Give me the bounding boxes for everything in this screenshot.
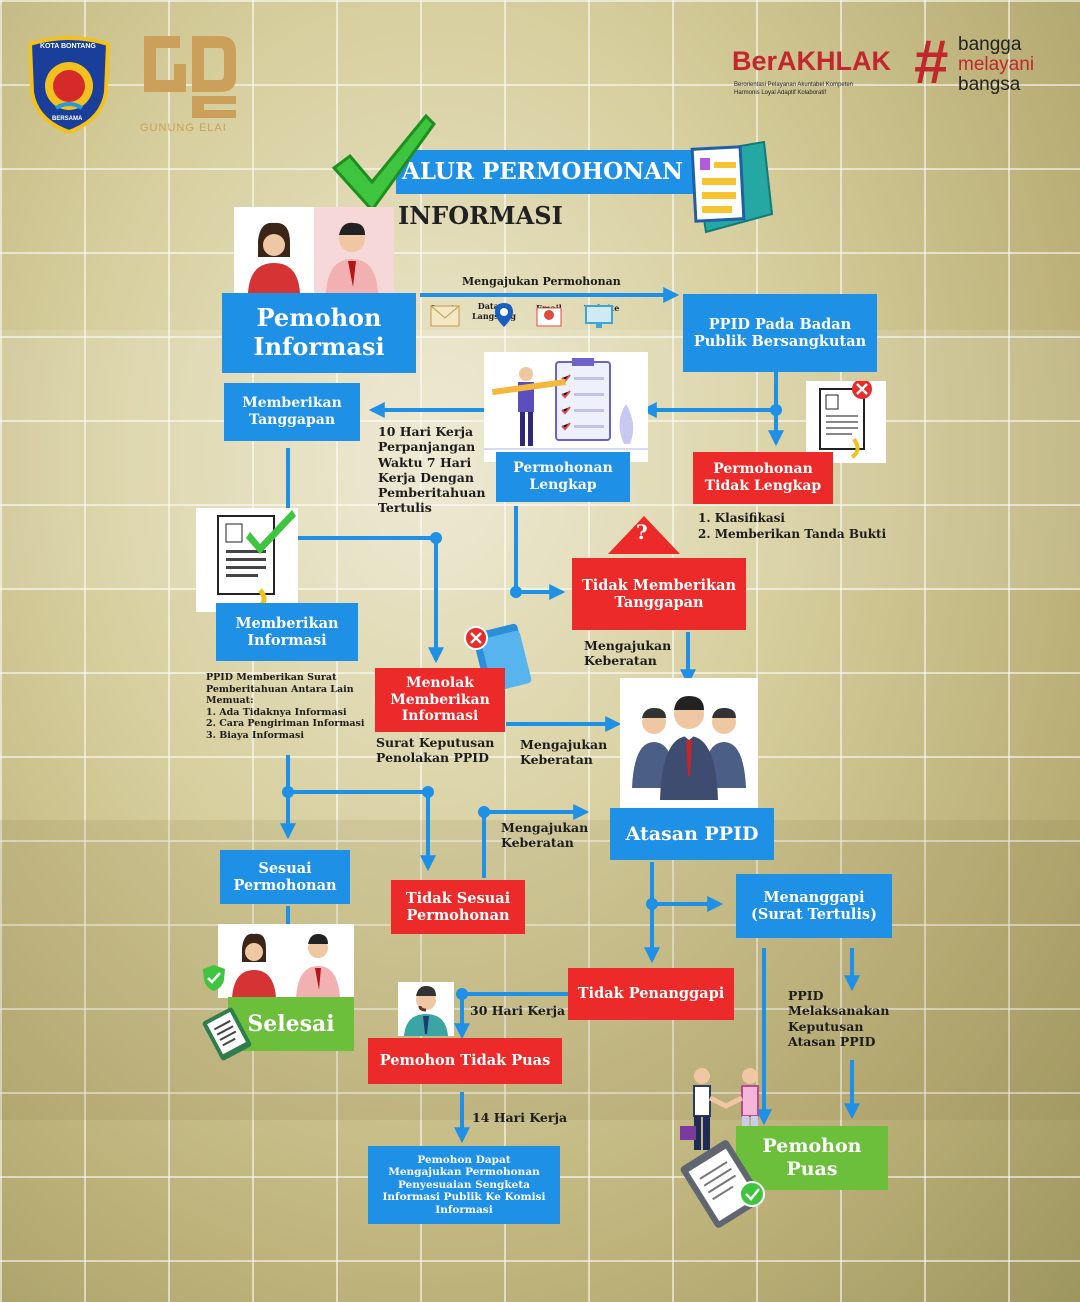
- label-surat-keputusan: Surat Keputusan Penolakan PPID: [376, 735, 495, 766]
- clipboard-check-icon: [680, 1140, 765, 1228]
- node-permohonan-tidak-lengkap: Permohonan Tidak Lengkap: [693, 452, 833, 504]
- title-line-2: INFORMASI: [398, 201, 563, 230]
- node-memberikan-informasi: Memberikan Informasi: [216, 603, 358, 661]
- city-seal-bottom-text: BERSAMA: [52, 116, 83, 122]
- document-reject-icon: [819, 381, 872, 459]
- bangga-line-1: bangga: [958, 34, 1022, 55]
- title-line-1: ALUR PERMOHONAN: [402, 158, 684, 186]
- label-mengajukan-keberatan-3: Mengajukan Keberatan: [501, 820, 589, 851]
- node-sesuai-permohonan: Sesuai Permohonan: [220, 850, 350, 904]
- channel-datang-langsung: Datang Langsung: [472, 301, 516, 327]
- location-pin-icon: [495, 303, 513, 327]
- clipboard-icon: [202, 1007, 252, 1061]
- warning-triangle-icon: [608, 516, 680, 554]
- berakhlak-logo: BerAKHLAK Berorientasi Pelayanan Akuntab…: [728, 40, 898, 100]
- ppid-surat-item: 1. Ada Tidaknya Informasi: [206, 706, 347, 718]
- berakhlak-brand: BerAKHLAK: [732, 46, 892, 76]
- gde-mark-icon: [144, 36, 236, 118]
- label-klasifikasi: 1. Klasifikasi: [698, 511, 785, 525]
- node-pemohon-puas: Pemohon Puas: [736, 1126, 888, 1190]
- label-30-hari-kerja: 30 Hari Kerja: [470, 1003, 566, 1018]
- question-mark: ?: [636, 520, 648, 544]
- city-seal-logo: KOTA BONTANG BERSAMA: [26, 34, 112, 134]
- unhappy-applicant-illustration: [398, 982, 454, 1036]
- node-pemohon-tidak-puas: Pemohon Tidak Puas: [368, 1038, 562, 1084]
- node-menolak-memberikan-informasi: Menolak Memberikan Informasi: [375, 668, 505, 732]
- ppid-surat-item: 2. Cara Pengiriman Informasi: [206, 718, 365, 730]
- label-ppid-surat: PPID Memberikan Surat Pemberitahuan Anta…: [206, 672, 380, 741]
- bangga-line-3: bangsa: [958, 74, 1021, 95]
- berakhlak-tagline-1: Berorientasi Pelayanan Akuntabel Kompete…: [734, 82, 854, 88]
- gde-logo: GUNUNG ELAI: [140, 32, 240, 142]
- node-tidak-sesuai-permohonan: Tidak Sesuai Permohonan: [391, 880, 525, 934]
- shield-icon: [27, 36, 111, 134]
- berakhlak-tagline-2: Harmonis Loyal Adaptif Kolaboratif: [734, 90, 827, 96]
- team-icon: [632, 696, 746, 800]
- label-ppid-melaksanakan: PPID Melaksanakan Keputusan Atasan PPID: [788, 988, 890, 1049]
- document-check-icon: [217, 510, 296, 611]
- atasan-ppid-illustration: [620, 678, 758, 808]
- bangga-line-2: melayani: [958, 54, 1035, 75]
- label-10-hari-kerja: 10 Hari Kerja Perpanjangan Waktu 7 Hari …: [378, 424, 486, 516]
- title-banner: ALUR PERMOHONAN: [396, 150, 714, 194]
- incomplete-document-illustration: [806, 381, 886, 463]
- selesai-people-illustration: [218, 924, 354, 998]
- shield-check-icon: [203, 965, 225, 991]
- node-permohonan-lengkap: Permohonan Lengkap: [496, 452, 630, 502]
- node-menanggapi: Menanggapi (Surat Tertulis): [736, 874, 892, 938]
- monitor-icon: [585, 305, 613, 328]
- ppid-surat-heading: PPID Memberikan Surat Pemberitahuan Anta…: [206, 672, 354, 707]
- man-icon: [404, 986, 448, 1036]
- label-14-hari-kerja: 14 Hari Kerja: [472, 1110, 568, 1125]
- gde-caption: GUNUNG ELAI: [140, 122, 227, 134]
- node-atasan-ppid: Atasan PPID: [610, 808, 774, 860]
- label-tanda-bukti: 2. Memberikan Tanda Bukti: [698, 527, 887, 541]
- approved-document-illustration: [196, 508, 298, 612]
- node-pemohon-informasi: Pemohon Informasi: [222, 293, 416, 373]
- bangga-melayani-logo: # bangga melayani bangsa: [914, 28, 1064, 104]
- channel-surat: Surat: [430, 303, 460, 327]
- node-komisi: Pemohon Dapat Mengajukan Permohonan Peny…: [368, 1146, 560, 1224]
- checklist-illustration: [484, 352, 648, 462]
- envelope-icon: [430, 305, 460, 327]
- channel-email: Email: [536, 303, 566, 327]
- node-tidak-memberikan-tanggapan: Tidak Memberikan Tanggapan: [572, 558, 746, 630]
- ppid-surat-item: 3. Biaya Informasi: [206, 729, 304, 741]
- label-mengajukan-keberatan-1: Mengajukan Keberatan: [584, 638, 672, 669]
- label-mengajukan-keberatan-2: Mengajukan Keberatan: [520, 737, 608, 768]
- node-ppid-badan: PPID Pada Badan Publik Bersangkutan: [683, 294, 877, 372]
- channel-label: Datang Langsung: [472, 301, 516, 321]
- people-icon: [234, 207, 394, 293]
- applicants-illustration: [234, 207, 394, 293]
- city-seal-top-text: KOTA BONTANG: [40, 43, 96, 50]
- email-icon: [536, 307, 562, 327]
- label-mengajukan-permohonan: Mengajukan Permohonan: [462, 275, 621, 288]
- folder-document-icon: [690, 140, 774, 234]
- people-icon: [232, 933, 340, 998]
- checklist-person-icon: [484, 358, 648, 450]
- node-tidak-penanggapi: Tidak Penanggapi: [568, 968, 734, 1020]
- node-memberikan-tanggapan: Memberikan Tanggapan: [224, 383, 360, 441]
- hashtag-icon: #: [914, 28, 949, 97]
- channel-website: Website: [584, 303, 624, 328]
